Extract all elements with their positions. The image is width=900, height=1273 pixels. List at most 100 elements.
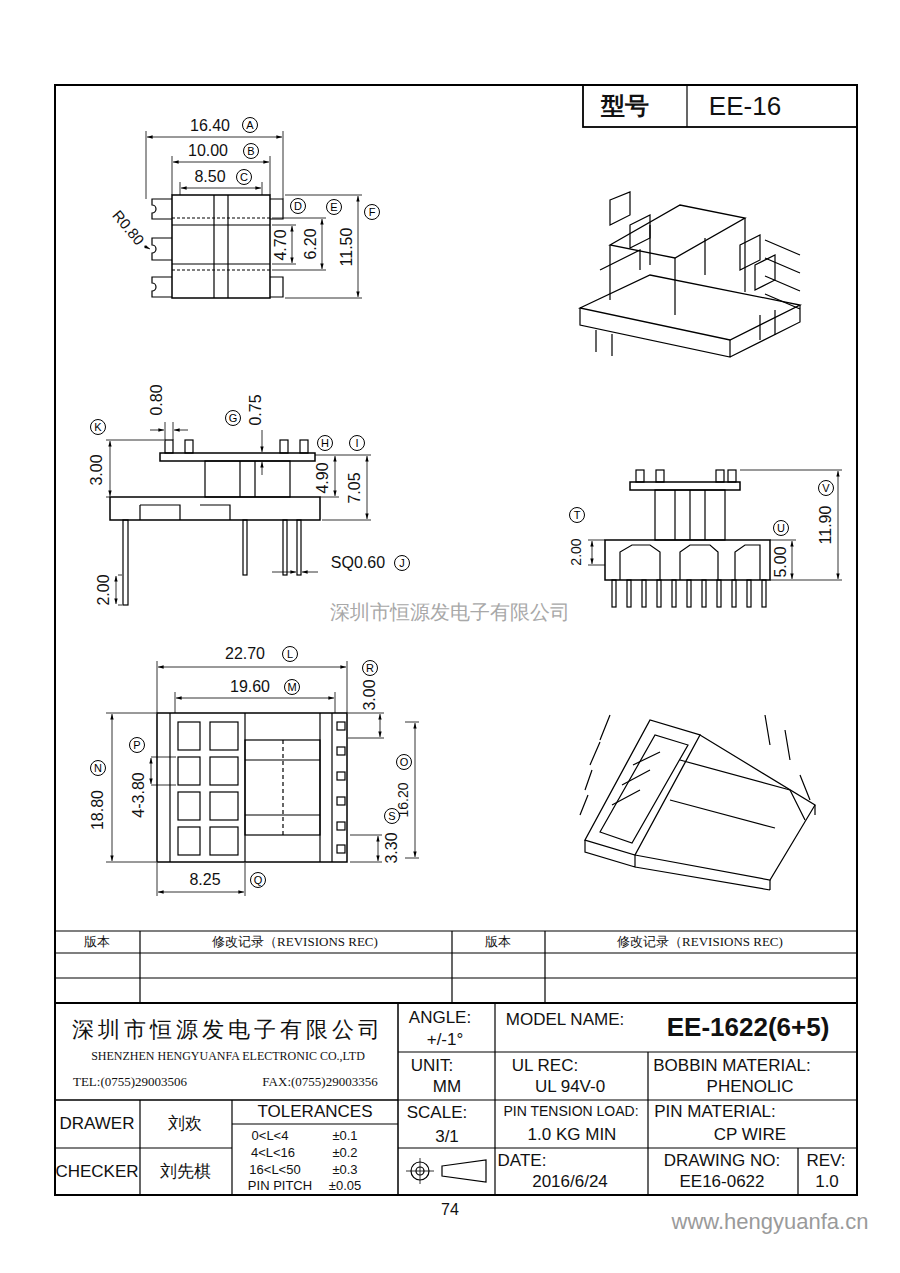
callout-letter: G bbox=[229, 413, 238, 424]
table-cell: SCALE: bbox=[407, 1104, 467, 1123]
company-name-en: SHENZHEN HENGYUANFA ELECTRONIC CO.,LTD bbox=[91, 1050, 365, 1063]
callout-letter: N bbox=[94, 763, 102, 774]
dimension-text: 10.00 bbox=[188, 142, 228, 160]
callout-circle: M bbox=[284, 679, 300, 695]
callout-circle: B bbox=[243, 143, 259, 159]
table-cell: 修改记录（REVISIONS REC) bbox=[617, 935, 783, 949]
callout-circle: C bbox=[236, 169, 252, 185]
callout-letter: C bbox=[240, 172, 248, 183]
callout-circle: Q bbox=[250, 872, 266, 888]
table-cell: BOBBIN MATERIAL: bbox=[653, 1057, 810, 1076]
callout-letter: J bbox=[399, 558, 405, 569]
callout-circle: N bbox=[90, 760, 106, 776]
callout-circle: S bbox=[384, 808, 400, 824]
callout-letter: E bbox=[330, 202, 337, 213]
table-cell: 1.0 KG MIN bbox=[528, 1126, 617, 1145]
dimension-text: 2.00 bbox=[569, 538, 584, 565]
table-cell: EE16-0622 bbox=[679, 1173, 764, 1192]
table-cell: PHENOLIC bbox=[707, 1078, 794, 1097]
callout-letter: V bbox=[822, 483, 829, 494]
callout-letter: B bbox=[247, 146, 254, 157]
dimension-text: 22.70 bbox=[225, 645, 265, 663]
table-cell: 4<L<16 bbox=[251, 1146, 295, 1160]
callout-circle: H bbox=[317, 435, 333, 451]
table-cell: DRAWING NO: bbox=[664, 1152, 780, 1171]
table-cell: 0<L<4 bbox=[252, 1129, 289, 1143]
table-cell: 2016/6/24 bbox=[532, 1173, 608, 1192]
table-cell: MODEL NAME: bbox=[506, 1011, 624, 1030]
dimension-text: SQ0.60 bbox=[331, 554, 385, 572]
callout-letter: A bbox=[246, 120, 253, 131]
callout-circle: I bbox=[349, 435, 365, 451]
model-name: EE-1622(6+5) bbox=[667, 1013, 830, 1042]
callout-circle: U bbox=[773, 520, 789, 536]
table-cell: 修改记录（REVISIONS REC) bbox=[212, 935, 378, 949]
dimension-text: 8.50 bbox=[194, 168, 225, 186]
callout-letter: K bbox=[94, 422, 101, 433]
table-cell: DATE: bbox=[498, 1152, 547, 1171]
callout-letter: F bbox=[369, 207, 376, 218]
table-cell: 版本 bbox=[485, 935, 511, 949]
table-cell: ±0.3 bbox=[332, 1163, 357, 1177]
company-tel: TEL:(0755)29003506 bbox=[73, 1075, 187, 1089]
callout-letter: Q bbox=[254, 875, 263, 886]
callout-letter: M bbox=[287, 682, 296, 693]
callout-circle: F bbox=[364, 204, 380, 220]
model-heading: 型号 bbox=[601, 93, 649, 119]
table-cell: 16<L<50 bbox=[249, 1163, 300, 1177]
table-cell: UL REC: bbox=[512, 1057, 578, 1076]
callout-letter: I bbox=[355, 438, 358, 449]
table-cell: 1.0 bbox=[815, 1173, 839, 1192]
model-value: EE-16 bbox=[709, 92, 781, 121]
callout-letter: O bbox=[400, 757, 409, 768]
table-cell: TOLERANCES bbox=[258, 1103, 373, 1122]
callout-letter: T bbox=[574, 510, 581, 521]
dimension-text: 6.20 bbox=[302, 228, 320, 259]
dimension-text: R0.80 bbox=[109, 207, 147, 248]
callout-circle: L bbox=[282, 646, 298, 662]
callout-circle: D bbox=[290, 198, 306, 214]
callout-letter: H bbox=[321, 438, 329, 449]
dimension-text: 5.00 bbox=[772, 546, 790, 577]
callout-letter: D bbox=[294, 201, 302, 212]
table-cell: PIN PITCH bbox=[248, 1179, 312, 1193]
callout-circle: P bbox=[129, 737, 145, 753]
dimension-text: 8.25 bbox=[189, 871, 220, 889]
dimension-text: 11.90 bbox=[817, 506, 835, 545]
watermark: 深圳市恒源发电子有限公司 bbox=[330, 601, 570, 623]
company-fax: FAX:(0755)29003356 bbox=[262, 1075, 377, 1089]
dimension-text: 11.50 bbox=[338, 228, 356, 267]
table-cell: ±0.05 bbox=[329, 1179, 361, 1193]
dimension-text: 7.05 bbox=[346, 472, 364, 503]
table-cell: 版本 bbox=[84, 935, 110, 949]
dimension-text: 18.80 bbox=[89, 790, 107, 830]
callout-circle: E bbox=[326, 199, 342, 215]
dimension-text: 0.75 bbox=[247, 394, 265, 425]
company-name: 深圳市恒源发电子有限公司 bbox=[72, 1018, 384, 1042]
table-cell: CHECKER bbox=[55, 1163, 138, 1182]
dimension-text: 19.60 bbox=[230, 678, 270, 696]
callout-circle: O bbox=[396, 754, 412, 770]
table-cell: 刘先棋 bbox=[160, 1163, 211, 1182]
table-cell: CP WIRE bbox=[714, 1126, 786, 1145]
table-cell: +/-1° bbox=[427, 1031, 464, 1050]
callout-circle: G bbox=[225, 410, 241, 426]
callout-circle: J bbox=[394, 555, 410, 571]
table-cell: ANGLE: bbox=[409, 1009, 471, 1028]
table-cell: PIN TENSION LOAD: bbox=[503, 1104, 638, 1119]
table-cell: ±0.1 bbox=[332, 1129, 357, 1143]
callout-circle: K bbox=[90, 419, 106, 435]
callout-letter: L bbox=[287, 649, 293, 660]
page-number: 74 bbox=[441, 1201, 459, 1219]
dimension-text: 4-3.80 bbox=[130, 772, 148, 817]
dimension-text: 3.00 bbox=[88, 454, 106, 485]
table-cell: UNIT: bbox=[411, 1057, 454, 1076]
dimension-text: 4.70 bbox=[272, 229, 290, 260]
table-cell: 3/1 bbox=[435, 1128, 459, 1147]
dimension-text: 2.00 bbox=[95, 574, 113, 605]
table-cell: 刘欢 bbox=[168, 1115, 202, 1134]
dimension-text: 4.90 bbox=[314, 462, 332, 493]
website: www.hengyuanfa.cn bbox=[672, 1210, 869, 1234]
table-cell: REV: bbox=[806, 1152, 845, 1171]
